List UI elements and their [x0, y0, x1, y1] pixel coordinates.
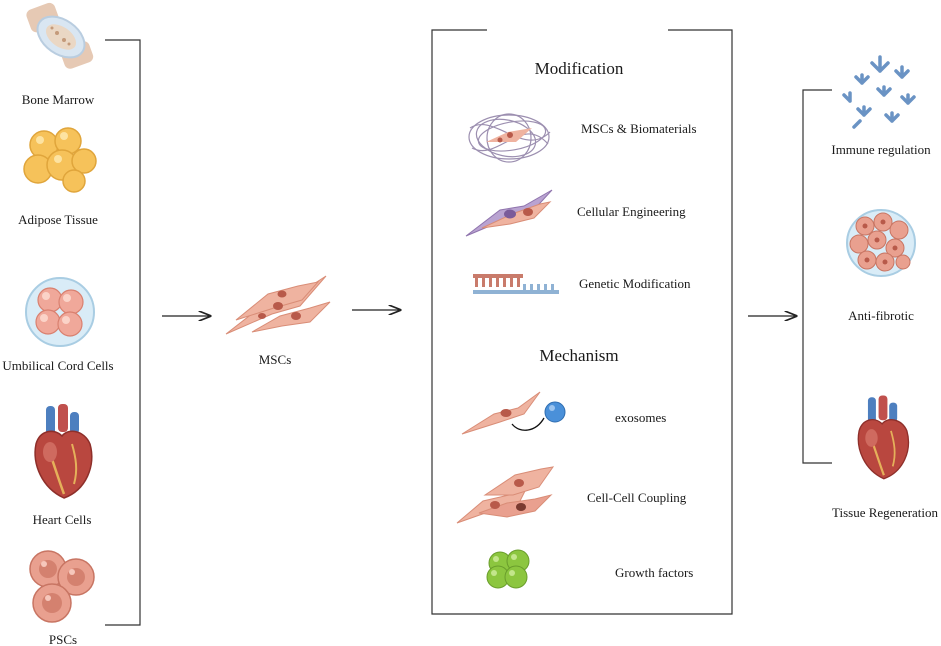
sources-bracket — [105, 39, 141, 626]
engineered-cell-icon — [465, 189, 553, 237]
source-label-umbilical-cord-cells: Umbilical Cord Cells — [2, 358, 114, 373]
modification-title: Modification — [534, 59, 624, 78]
outcome-label-tissue-regeneration: Tissue Regeneration — [831, 505, 939, 520]
label-genetic-modification: Genetic Modification — [579, 276, 691, 291]
outcome-label-immune-regulation: Immune regulation — [831, 142, 931, 157]
mscs-icon — [225, 275, 331, 335]
bone-marrow-icon — [26, 2, 94, 69]
adipose-tissue-icon — [23, 127, 97, 193]
label-msc-biomaterials: MSCs & Biomaterials — [581, 121, 697, 136]
biomaterial-scaffold-icon — [468, 113, 551, 163]
dna-strand-icon — [473, 274, 559, 294]
outcome-label-anti-fibrotic: Anti-fibrotic — [848, 308, 914, 323]
mscs-label: MSCs — [258, 352, 292, 367]
label-growth-factors: Growth factors — [615, 565, 694, 580]
umbilical-cord-cells-icon — [25, 277, 95, 347]
growth-factor-icon — [486, 549, 530, 589]
source-label-heart-cells: Heart Cells — [32, 512, 92, 527]
tissue-icon — [846, 209, 916, 277]
heart-icon — [34, 404, 93, 499]
antibody-icon — [842, 55, 916, 129]
mechanism-title: Mechanism — [539, 346, 619, 365]
heart-icon — [857, 395, 909, 480]
label-exosomes: exosomes — [615, 410, 667, 425]
source-label-bone-marrow: Bone Marrow — [21, 92, 95, 107]
source-label-pscs: PSCs — [48, 632, 78, 646]
source-label-adipose-tissue: Adipose Tissue — [18, 212, 98, 227]
label-cellular-engineering: Cellular Engineering — [577, 204, 686, 219]
outcomes-bracket — [802, 89, 832, 464]
label-cell-cell-coupling: Cell-Cell Coupling — [587, 490, 687, 505]
pscs-icon — [29, 550, 95, 623]
exosome-icon — [461, 391, 566, 435]
middle-box — [431, 29, 733, 615]
cell-coupling-icon — [456, 466, 555, 524]
